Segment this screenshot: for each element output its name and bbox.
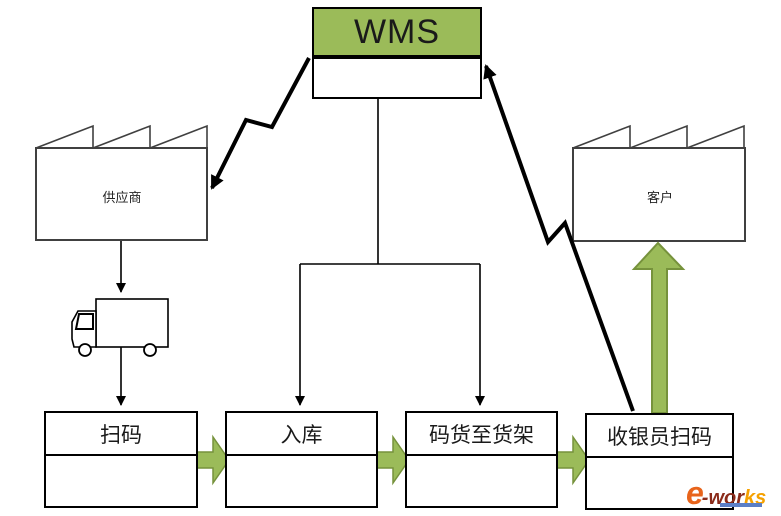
flow-arrow-shelve-to-cashier xyxy=(556,434,590,486)
process-box-cashier-scan: 收银员扫码 xyxy=(585,413,734,510)
process-box-inbound: 入库 xyxy=(225,411,378,508)
wms-sub-box xyxy=(312,57,482,99)
eworks-logo: e-works xyxy=(686,476,778,512)
process-box-shelve-title: 码货至货架 xyxy=(407,413,556,456)
supplier-label: 供应商 xyxy=(102,189,142,205)
wms-title-box: WMS xyxy=(312,7,482,57)
process-box-scan-title: 扫码 xyxy=(46,413,196,456)
process-box-scan: 扫码 xyxy=(44,411,198,508)
truck-icon xyxy=(71,298,169,357)
supplier-factory-icon xyxy=(35,124,208,241)
flow-arrow-inbound-to-shelve xyxy=(376,434,410,486)
flow-arrow-scan-to-inbound xyxy=(196,434,230,486)
customer-factory-icon xyxy=(572,124,746,242)
customer-label: 客户 xyxy=(646,189,673,205)
electronic-info-arrow-cashier-to-wms xyxy=(483,64,635,412)
process-box-inbound-title: 入库 xyxy=(227,413,376,456)
eworks-logo-e: e xyxy=(686,475,704,511)
process-box-shelve: 码货至货架 xyxy=(405,411,558,508)
electronic-info-arrow-wms-to-supplier xyxy=(210,57,311,190)
eworks-logo-underline xyxy=(720,503,762,507)
process-box-cashier-scan-title: 收银员扫码 xyxy=(587,415,732,458)
flow-arrow-cashier-to-customer xyxy=(631,241,686,414)
wms-label: WMS xyxy=(353,12,441,51)
